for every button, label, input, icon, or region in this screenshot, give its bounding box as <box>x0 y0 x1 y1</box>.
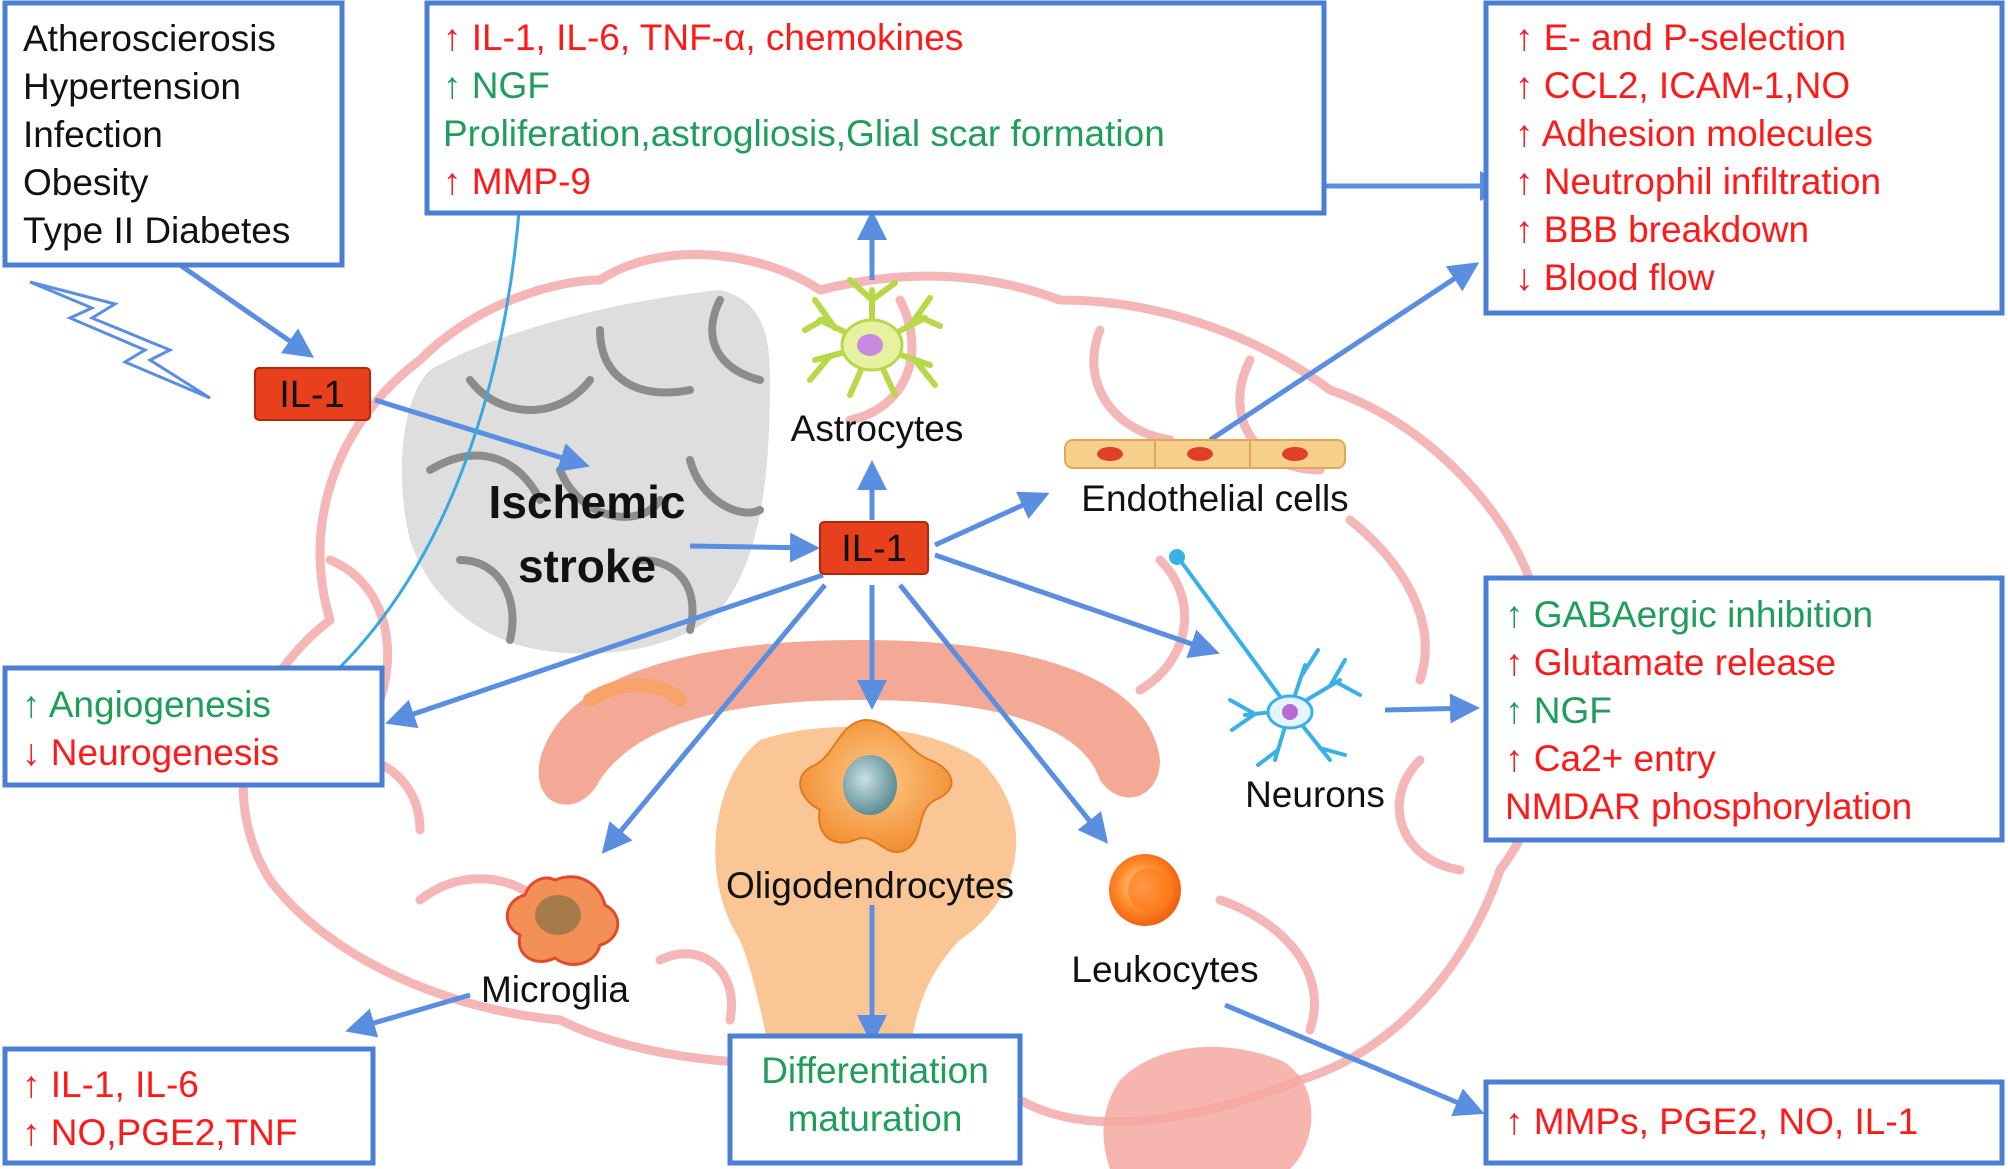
neuron-effects-item: ↑ Glutamate release <box>1505 642 1836 683</box>
il1-badge-left: IL-1 <box>254 367 371 421</box>
risk-factors-list: Atheroscierosis Hypertension Infection O… <box>23 18 290 251</box>
arrow-microglia-to-box <box>345 992 471 1038</box>
endothelial-label: Endothelial cells <box>1081 478 1348 519</box>
oligodendrocyte-cell <box>799 718 953 853</box>
astrocyte-effects-item: Proliferation,astrogliosis,Glial scar fo… <box>443 113 1165 154</box>
il1-badge-center: IL-1 <box>819 521 929 575</box>
ischemic-gyri <box>466 376 594 414</box>
brain-fold <box>325 555 393 705</box>
endothelial-cells <box>1064 439 1346 469</box>
endothelial-effects-item: ↑ Adhesion molecules <box>1515 113 1873 154</box>
microglia-cell <box>505 875 620 966</box>
risk-factor-item: Hypertension <box>23 66 241 107</box>
astrocyte-effects-item: ↑ MMP-9 <box>443 161 591 202</box>
astrocytes-label: Astrocytes <box>791 408 964 449</box>
arrow-leukocytes-to-box <box>1224 1002 1485 1117</box>
arrow-il1-to-stroke <box>374 397 590 472</box>
leukocytes-label: Leukocytes <box>1071 949 1258 990</box>
stroke-title-line2: stroke <box>518 540 656 592</box>
brain-fold <box>655 949 736 1025</box>
arrow-il1-to-leukocytes <box>898 583 1109 844</box>
brain-illustration <box>238 250 1559 1169</box>
brain-fold <box>1394 755 1465 875</box>
brain-fold <box>845 295 917 425</box>
endothelial-effects-item: ↑ BBB breakdown <box>1515 209 1809 250</box>
brain-fold <box>1215 895 1319 1035</box>
astrocyte-effects-item: ↑ IL-1, IL-6, TNF-α, chemokines <box>443 17 963 58</box>
leukocyte-effects-box <box>1483 1079 2005 1166</box>
endothelial-effects-item: ↑ CCL2, ICAM-1,NO <box>1515 65 1850 106</box>
oligo-effects-item: maturation <box>788 1098 963 1139</box>
microglia-effects-item: ↑ NO,PGE2,TNF <box>22 1112 297 1153</box>
endothelial-effects-list: ↑ E- and P-selection ↑ CCL2, ICAM-1,NO ↑ A… <box>1515 17 1881 298</box>
oligo-effects-box <box>727 1033 1023 1166</box>
neuron-effects-item: ↑ NGF <box>1505 690 1612 731</box>
cerebellum <box>1103 1046 1312 1169</box>
astrocyte-cell <box>802 277 943 398</box>
ischemic-gyri <box>708 296 764 384</box>
risk-factor-item: Obesity <box>23 162 149 203</box>
risk-factor-item: Atheroscierosis <box>23 18 276 59</box>
endothelial-effects-item: ↑ E- and P-selection <box>1515 17 1846 58</box>
brain-fold <box>1345 515 1430 685</box>
astrocyte-effects-list: ↑ IL-1, IL-6, TNF-α, chemokines ↑ NGF Prol… <box>443 17 1165 202</box>
angio-effects-item: ↓ Neurogenesis <box>22 732 279 773</box>
ischemic-gyri <box>686 456 764 517</box>
arrow-il1-to-endothelial <box>933 491 1050 548</box>
risk-factor-item: Infection <box>23 114 163 155</box>
ischemic-gyri <box>456 556 517 644</box>
brain-fold <box>1135 555 1190 695</box>
microglia-effects-box <box>2 1046 376 1166</box>
brain-ventricle <box>583 678 687 707</box>
il1-left-label: IL-1 <box>279 374 344 416</box>
oligodendrocytes-label: Oligodendrocytes <box>726 865 1014 906</box>
neuron-effects-item: ↑ Ca2+ entry <box>1505 738 1716 779</box>
arrow-il1-to-neurons <box>934 552 1220 658</box>
astrocyte-effects-item: ↑ NGF <box>443 65 550 106</box>
oligo-effects-list: Differentiation maturation <box>761 1050 989 1139</box>
angio-effects-item: ↑ Angiogenesis <box>22 684 271 725</box>
arrow-endothelial-to-box <box>1208 262 1480 443</box>
neuron-effects-box <box>1483 575 2005 843</box>
corpus-callosum <box>538 640 1160 805</box>
leukocyte-effects-list: ↑ MMPs, PGE2, NO, IL-1 <box>1505 1101 1918 1142</box>
neurons-label: Neurons <box>1245 774 1385 815</box>
angio-effects-list: ↑ Angiogenesis ↓ Neurogenesis <box>22 684 279 773</box>
neuron-cell <box>1169 549 1362 767</box>
astrocyte-effects-box <box>424 0 1327 216</box>
microglia-label: Microglia <box>481 969 629 1010</box>
arrow-risk-to-il1 <box>178 262 315 358</box>
arrow-il1-to-microglia <box>601 583 827 854</box>
microglia-effects-item: ↑ IL-1, IL-6 <box>22 1064 199 1105</box>
ischemic-gyri <box>426 451 544 504</box>
leukocyte-cell <box>1109 854 1181 926</box>
endothelial-effects-item: ↑ Neutrophil infiltration <box>1515 161 1881 202</box>
il1-center-label: IL-1 <box>841 528 906 570</box>
stroke-title-line1: Ischemic <box>489 476 686 528</box>
risk-factor-item: Type II Diabetes <box>23 210 290 251</box>
neuron-effects-item: ↑ GABAergic inhibition <box>1505 594 1873 635</box>
angio-effects-box <box>2 665 385 788</box>
neuron-effects-list: ↑ GABAergic inhibition ↑ Glutamate releas… <box>1505 594 1912 827</box>
arrow-neurons-to-box <box>1384 693 1480 724</box>
arrow-il1-to-angio <box>385 572 824 729</box>
neuron-effects-item: NMDAR phosphorylation <box>1505 786 1912 827</box>
oligo-effects-item: Differentiation <box>761 1050 989 1091</box>
ischemic-gyri <box>596 326 694 397</box>
arrow-stroke-to-il1 <box>689 532 820 563</box>
arrow-mmp9-to-angio <box>307 199 522 697</box>
brain-fold <box>1089 325 1175 445</box>
microglia-effects-list: ↑ IL-1, IL-6 ↑ NO,PGE2,TNF <box>22 1064 297 1153</box>
ischemic-gyri <box>556 466 664 521</box>
lightning-icon <box>29 280 211 400</box>
leukocyte-effects-item: ↑ MMPs, PGE2, NO, IL-1 <box>1505 1101 1918 1142</box>
endothelial-effects-box <box>1483 0 2005 316</box>
risk-factors-box <box>2 0 345 268</box>
endothelial-effects-item: ↓ Blood flow <box>1515 257 1715 298</box>
